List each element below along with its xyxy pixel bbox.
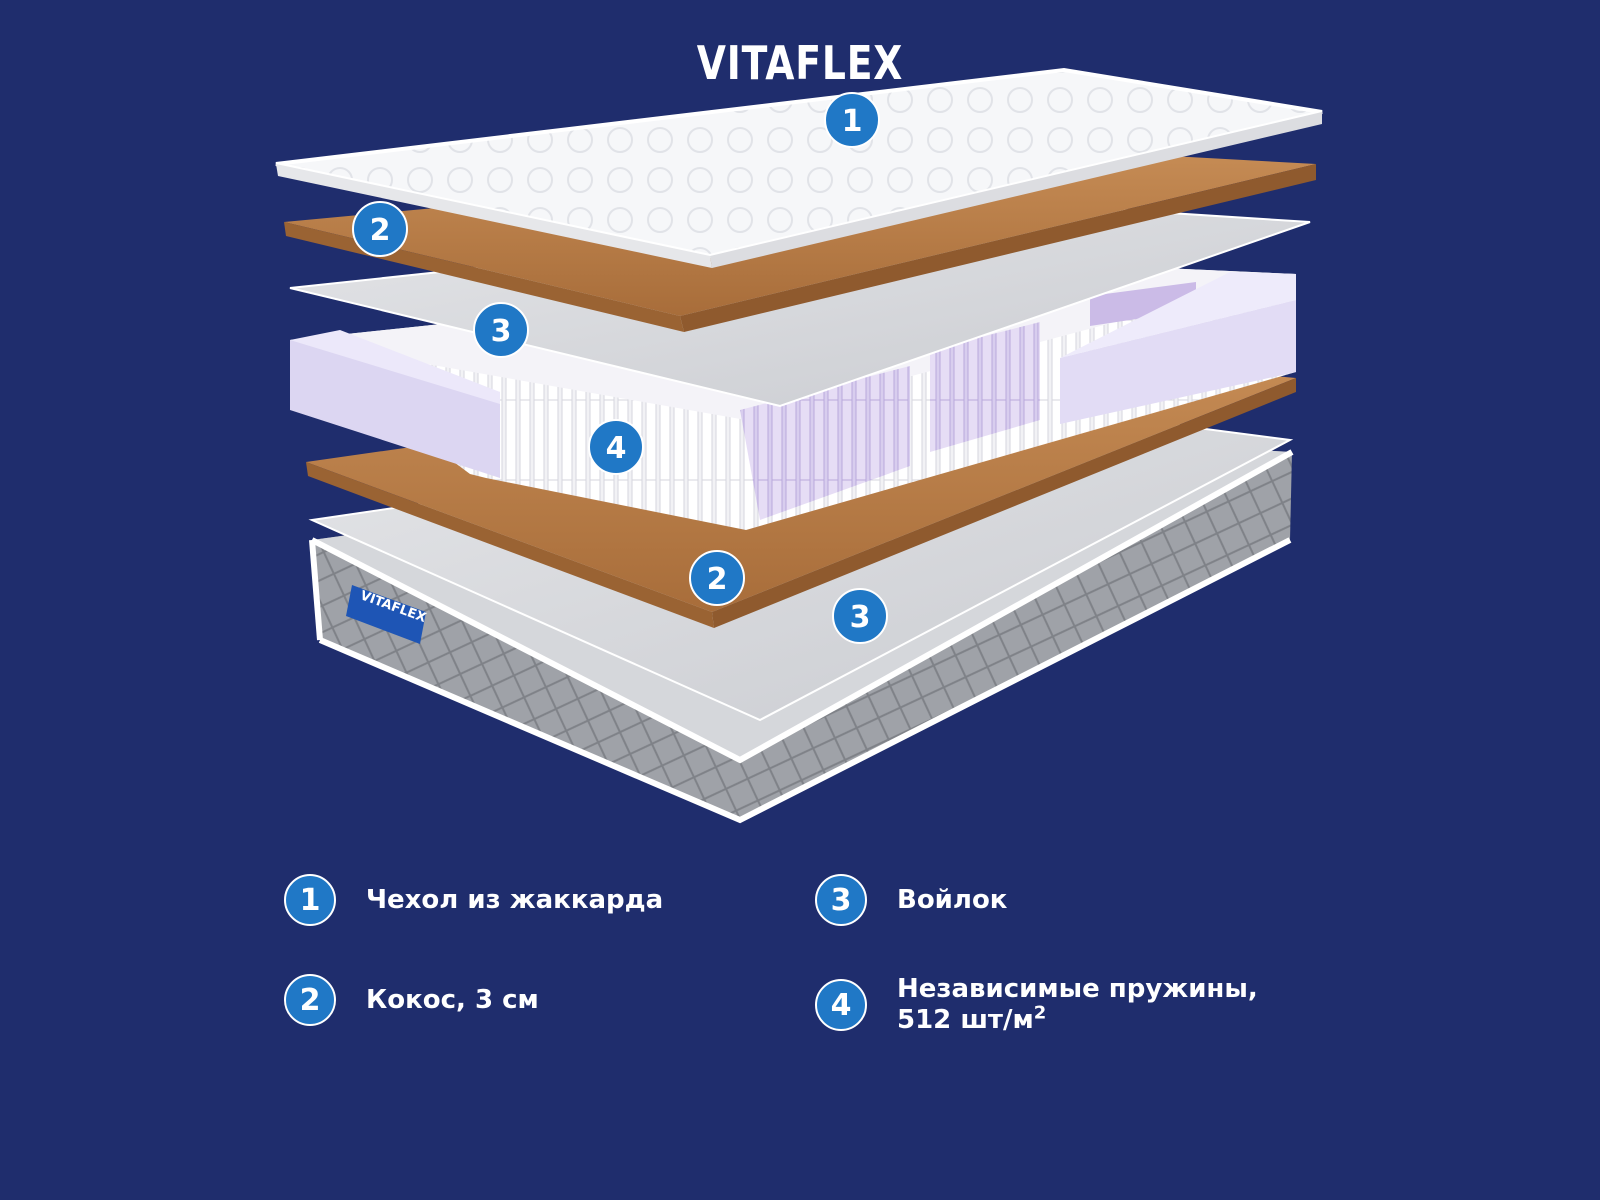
brand-logo: VITAFLEX	[696, 36, 904, 90]
legend-item-3: 3 Войлок	[815, 874, 1007, 926]
legend-number: 2	[284, 974, 336, 1026]
legend-label: Независимые пружины, 512 шт/м2	[897, 974, 1258, 1036]
legend-label-line2: 512 шт/м2	[897, 1002, 1258, 1036]
layer-badge-2-lower: 2	[689, 550, 745, 606]
layer-badge-3-lower: 3	[832, 588, 888, 644]
legend-label-line1: Независимые пружины,	[897, 974, 1258, 1004]
legend-item-2: 2 Кокос, 3 см	[284, 974, 539, 1026]
legend-item-4: 4 Независимые пружины, 512 шт/м2	[815, 974, 1258, 1036]
layer-badge-1: 1	[824, 92, 880, 148]
svg-text:2: 2	[370, 213, 391, 248]
jacquard-cover-layer	[275, 67, 1323, 268]
legend-number: 1	[284, 874, 336, 926]
svg-text:3: 3	[491, 314, 512, 349]
layer-badge-2-upper: 2	[352, 201, 408, 257]
layer-badge-3-upper: 3	[473, 302, 529, 358]
legend-superscript: 2	[1033, 1002, 1047, 1024]
mattress-layers-illustration: VITAFLEX 1	[275, 67, 1323, 824]
legend-label: Кокос, 3 см	[366, 984, 539, 1015]
legend-item-1: 1 Чехол из жаккарда	[284, 874, 663, 926]
layer-badge-4: 4	[588, 419, 644, 475]
legend-label: Чехол из жаккарда	[366, 884, 664, 915]
svg-text:4: 4	[606, 431, 627, 466]
legend-label-line2-text: 512 шт/м	[897, 1005, 1034, 1035]
legend-number: 4	[815, 979, 867, 1031]
svg-text:3: 3	[850, 600, 871, 635]
legend-label: Войлок	[897, 884, 1008, 915]
svg-text:2: 2	[707, 562, 728, 597]
legend-number: 3	[815, 874, 867, 926]
svg-text:1: 1	[842, 104, 863, 139]
